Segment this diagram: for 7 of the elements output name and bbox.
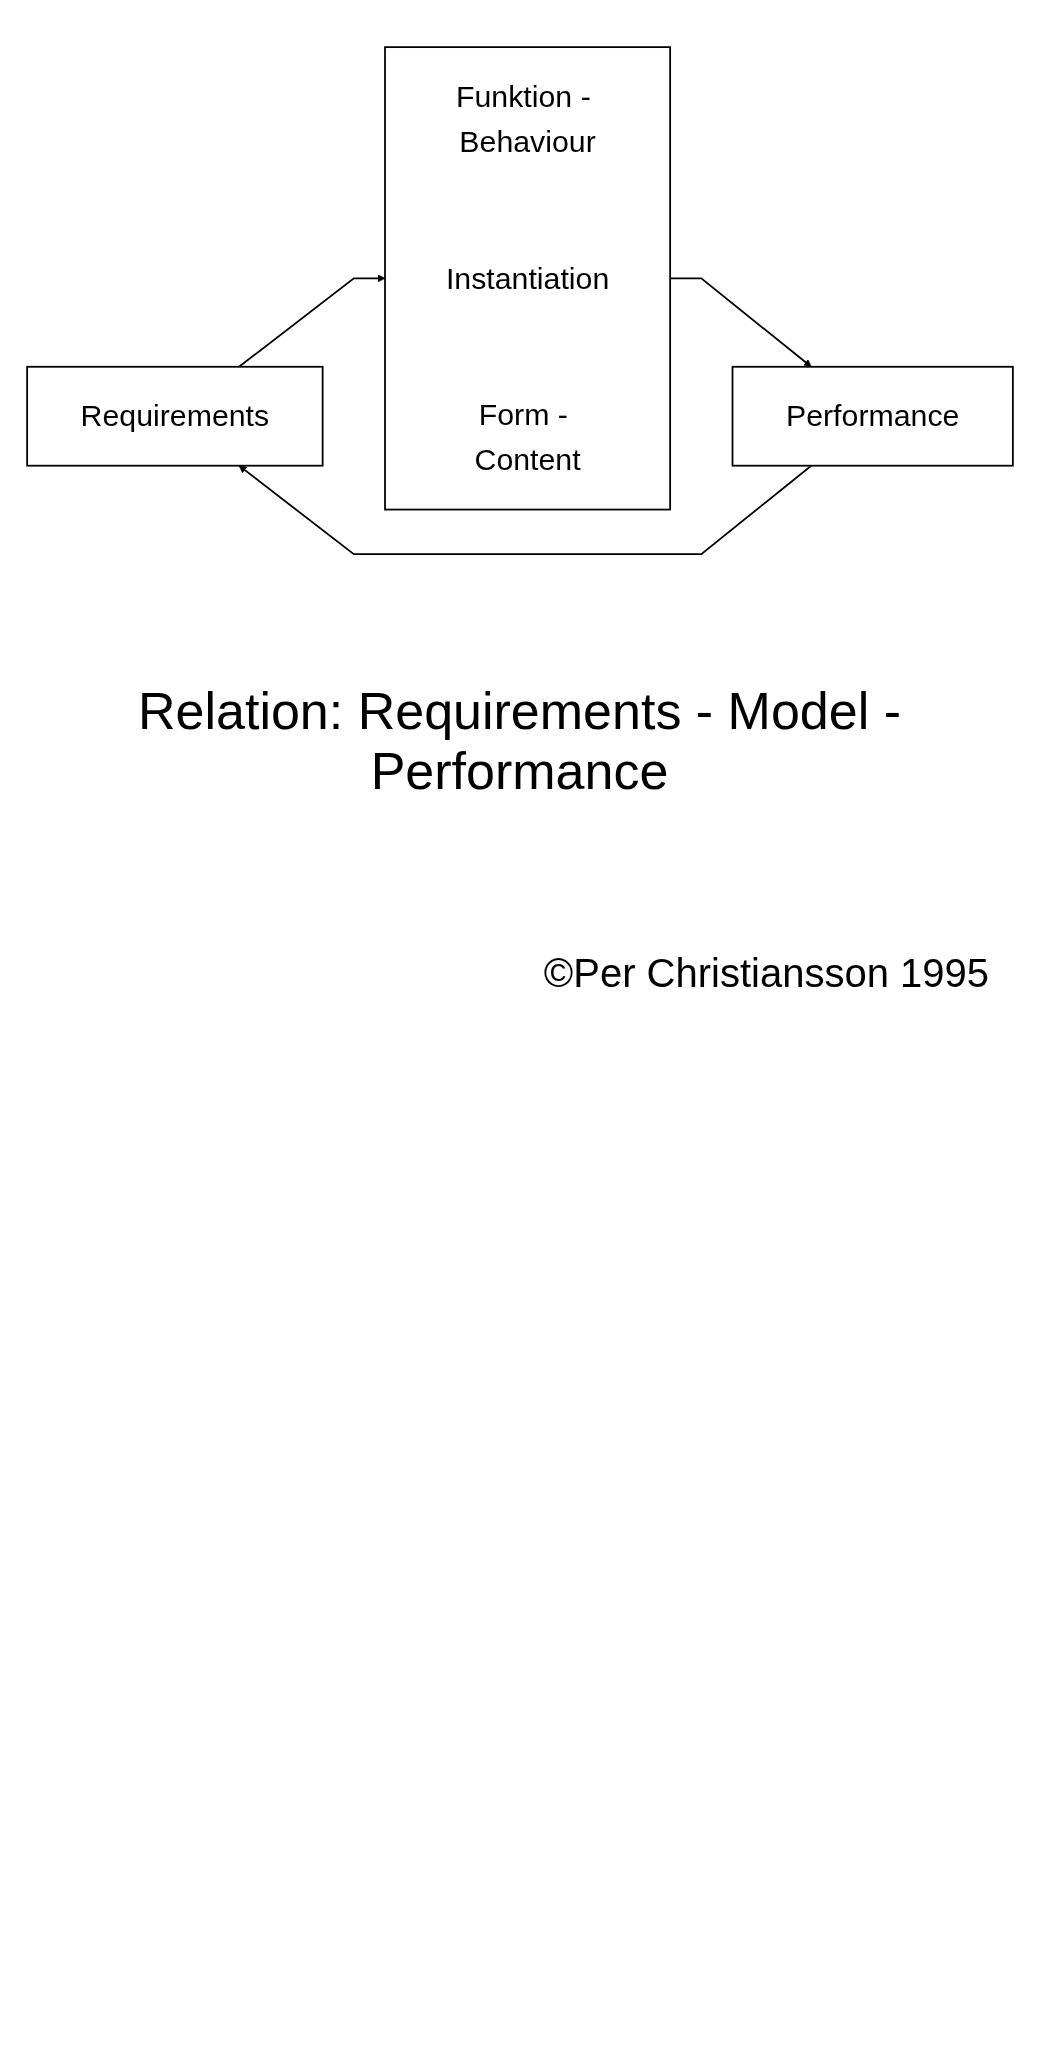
node-box: Requirements <box>25 365 324 467</box>
caption: Relation: Requirements - Model - Performance <box>137 681 902 802</box>
arrow <box>237 274 385 368</box>
copyright-note: ©Per Christiansson 1995 <box>542 951 989 997</box>
node-box: Funktion - Behaviour Instantiation Form - Content <box>383 46 671 511</box>
arrow <box>238 464 812 555</box>
node-box: Performance <box>731 365 1014 467</box>
